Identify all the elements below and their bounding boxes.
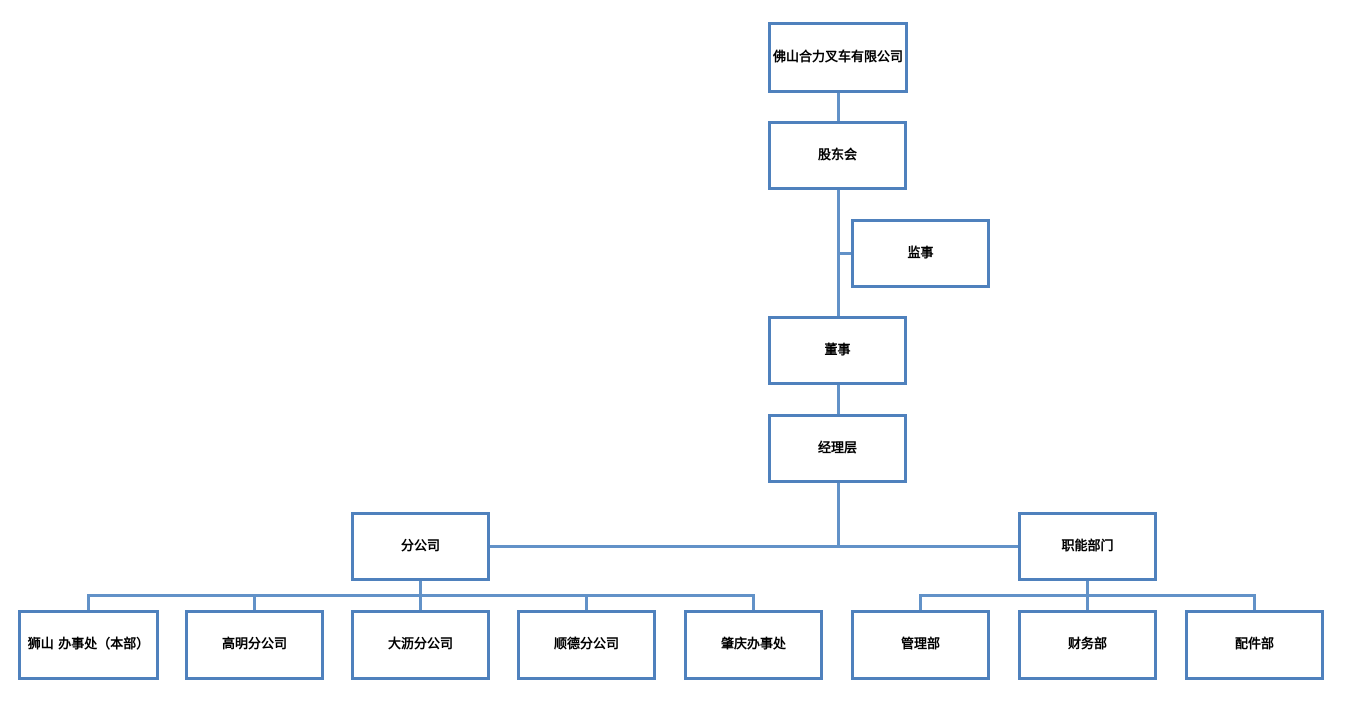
connector-functional-drop bbox=[1086, 581, 1089, 594]
org-node-shareholders: 股东会 bbox=[768, 121, 907, 190]
connector-stub-zhaoqing bbox=[752, 594, 755, 610]
connector-branches-drop bbox=[419, 581, 422, 594]
org-node-shishan-office: 狮山 办事处（本部） bbox=[18, 610, 159, 680]
org-node-gaoming-branch: 高明分公司 bbox=[185, 610, 324, 680]
connector-management-drop bbox=[837, 483, 840, 545]
org-node-dali-branch: 大沥分公司 bbox=[351, 610, 490, 680]
connector-stub-dali bbox=[419, 594, 422, 610]
org-node-parts-dept: 配件部 bbox=[1185, 610, 1324, 680]
connector-supervisor-stub bbox=[840, 252, 851, 255]
connector-directors-management bbox=[837, 385, 840, 414]
connector-shareholders-directors bbox=[837, 190, 840, 316]
connector-stub-shunde bbox=[585, 594, 588, 610]
org-node-finance-dept: 财务部 bbox=[1018, 610, 1157, 680]
org-node-company: 佛山合力叉车有限公司 bbox=[768, 22, 908, 93]
org-node-functional-depts: 职能部门 bbox=[1018, 512, 1157, 581]
connector-level2-crossbar bbox=[490, 545, 1018, 548]
connector-stub-parts-dept bbox=[1253, 594, 1256, 610]
connector-stub-management-dept bbox=[919, 594, 922, 610]
connector-company-shareholders bbox=[837, 93, 840, 121]
connector-stub-finance-dept bbox=[1086, 594, 1089, 610]
org-node-management-dept: 管理部 bbox=[851, 610, 990, 680]
org-node-supervisor: 监事 bbox=[851, 219, 990, 288]
org-node-directors: 董事 bbox=[768, 316, 907, 385]
org-node-management-layer: 经理层 bbox=[768, 414, 907, 483]
org-node-zhaoqing-office: 肇庆办事处 bbox=[684, 610, 823, 680]
org-node-shunde-branch: 顺德分公司 bbox=[517, 610, 656, 680]
connector-stub-shishan bbox=[87, 594, 90, 610]
org-node-branch-companies: 分公司 bbox=[351, 512, 490, 581]
connector-stub-gaoming bbox=[253, 594, 256, 610]
